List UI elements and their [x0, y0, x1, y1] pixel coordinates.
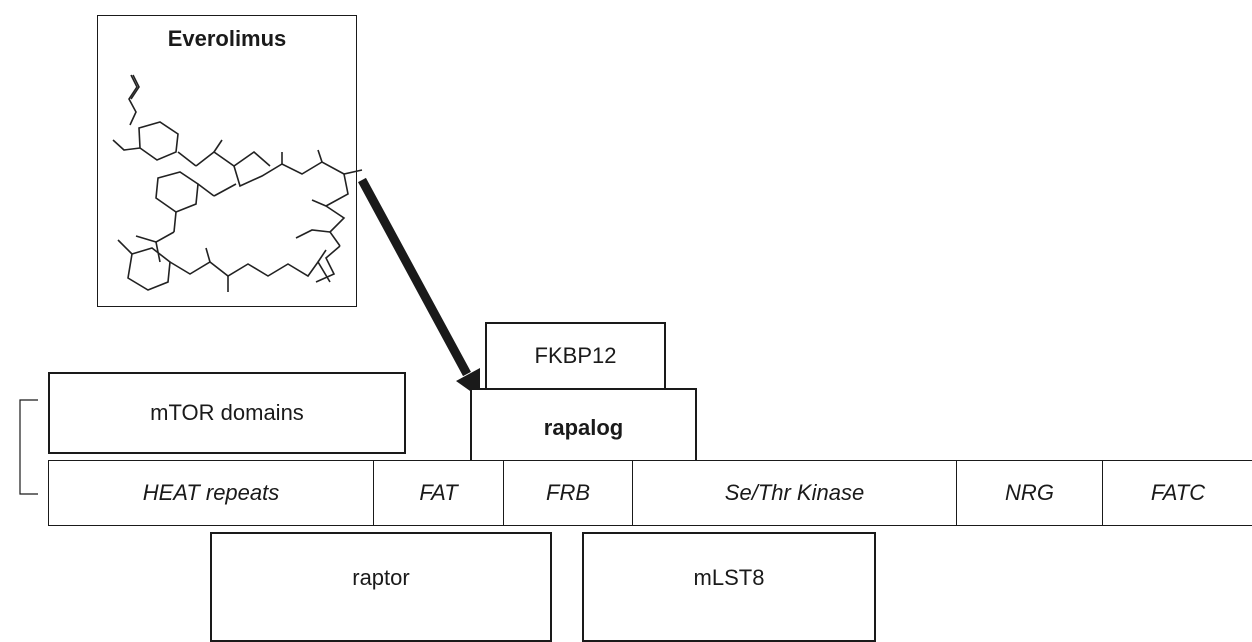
rapalog-label: rapalog	[543, 415, 624, 440]
domain-nrg: NRG	[957, 461, 1103, 525]
everolimus-molecule	[112, 74, 363, 292]
drug-name: Everolimus	[167, 26, 287, 51]
arrow-line	[358, 177, 471, 377]
fkbp12-label: FKBP12	[534, 343, 617, 368]
domain-fatc: FATC	[1150, 480, 1206, 505]
raptor-box: raptor	[210, 532, 552, 642]
domain-fat: FAT	[374, 461, 504, 525]
domain-frb: FRB	[504, 461, 633, 525]
raptor-label: raptor	[352, 565, 410, 590]
rapalog-box: rapalog	[470, 388, 697, 468]
diagram-graphics	[19, 74, 480, 495]
legend-bracket	[19, 399, 38, 495]
mlst8-box: mLST8	[582, 532, 876, 642]
mtor-domain-bar: HEAT repeats FAT FRB Se/Thr Kinase NRG F…	[48, 460, 1252, 526]
mtor-domains-legend: mTOR domains	[48, 372, 406, 454]
mlst8-label: mLST8	[693, 565, 765, 590]
domain-heat-repeats: HEAT repeats	[49, 461, 374, 525]
domain-kinase: Se/Thr Kinase	[633, 461, 957, 525]
fkbp12-box: FKBP12	[485, 322, 666, 390]
legend-label: mTOR domains	[150, 400, 304, 425]
